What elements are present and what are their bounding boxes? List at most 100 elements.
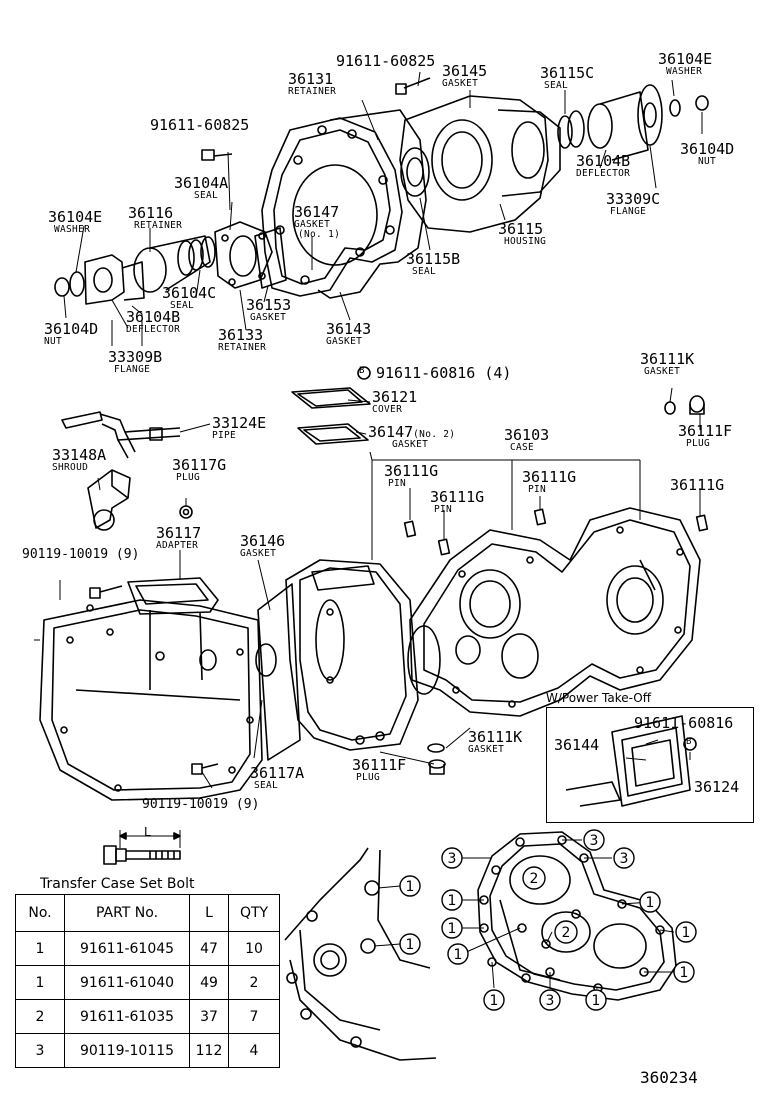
- part-number: 33309C: [606, 190, 661, 208]
- plug-36111f-top-shape: [689, 395, 705, 415]
- header-qty: QTY: [228, 894, 280, 932]
- part-name: PIN: [434, 504, 453, 515]
- cell-qty: 10: [228, 931, 280, 966]
- bolt-table-title: Transfer Case Set Bolt: [40, 876, 195, 892]
- case-detail-left-shape: [284, 847, 437, 1061]
- part-name: GASKET: [250, 312, 287, 323]
- cell-no: 3: [15, 1033, 65, 1068]
- part-number: 91611-60825: [336, 52, 436, 70]
- part-name: GASKET: [326, 336, 363, 347]
- part-name: NUT: [44, 336, 63, 347]
- part-name: PLUG: [686, 438, 711, 449]
- part-name: RETAINER: [288, 86, 337, 97]
- part-name: WASHER: [54, 224, 91, 235]
- bolt-90119-top-shape: [89, 585, 123, 599]
- part-number: 36115C: [540, 64, 595, 82]
- part-number: 36103: [504, 426, 550, 444]
- part-name: PLUG: [176, 472, 201, 483]
- bolt-90119-bottom-shape: [191, 763, 219, 775]
- plug-36117g-shape: [179, 505, 193, 519]
- part-name: WASHER: [666, 66, 703, 77]
- part-name: FLANGE: [610, 206, 647, 217]
- part-number: 36143: [326, 320, 372, 338]
- cell-l: 47: [189, 931, 229, 966]
- part-number: 36133: [218, 326, 264, 344]
- bolt-length-label: L: [144, 825, 151, 839]
- part-number: 36104A: [174, 174, 229, 192]
- cover-36121-shape: [291, 387, 371, 409]
- part-number: 90119-10019 (9): [22, 547, 140, 562]
- part-number: 36147: [368, 423, 414, 441]
- part-number: 36124: [694, 778, 740, 796]
- part-number: 36111G: [430, 488, 485, 506]
- part-number: 36111K: [640, 350, 695, 368]
- pto-marker-b: B: [686, 737, 692, 747]
- part-name: GASKET: [442, 78, 479, 89]
- part-number: 36131: [288, 70, 334, 88]
- part-name: RETAINER: [134, 220, 183, 231]
- pins-36111g-shape: [403, 508, 709, 556]
- cell-qty: 7: [228, 999, 280, 1034]
- part-number: 36146: [240, 532, 286, 550]
- pto-cover-shape: [565, 715, 697, 807]
- part-name: DEFLECTOR: [576, 168, 631, 179]
- part-number: 36104E: [48, 208, 103, 226]
- part-number: 33148A: [52, 446, 107, 464]
- set-bolt-shape: [103, 830, 181, 865]
- plug-36111f-bottom-shape: [428, 759, 446, 775]
- part-name: GASKET: [468, 744, 505, 755]
- gasket-36146-shape: [255, 583, 301, 761]
- power-take-off-inset: [546, 707, 754, 823]
- part-name: COVER: [372, 404, 403, 415]
- part-number: 33309B: [108, 348, 163, 366]
- part-number: 33124E: [212, 414, 267, 432]
- bolt-table: No. PART No. L QTY 1 91611-61045 47 10 1…: [15, 894, 280, 1068]
- part-sub: (No. 2): [413, 429, 456, 440]
- part-name: PIPE: [212, 430, 237, 441]
- part-name: DEFLECTOR: [126, 324, 181, 335]
- cell-part-no: 91611-61035: [64, 999, 190, 1034]
- part-name: GASKET: [294, 219, 331, 230]
- part-number: 36104E: [658, 50, 713, 68]
- part-number: 36111G: [670, 476, 725, 494]
- header-l: L: [189, 894, 229, 932]
- part-number: 36116: [128, 204, 174, 222]
- part-name: GASKET: [644, 366, 681, 377]
- part-name: GASKET: [240, 548, 277, 559]
- cell-qty: 2: [228, 965, 280, 1000]
- part-number: 90119-10019 (9): [142, 797, 260, 812]
- table-row: 3 90119-10115 112 4: [15, 1033, 280, 1068]
- cell-no: 1: [15, 931, 65, 966]
- bolt-91611-60825-left: [201, 149, 233, 161]
- part-sub: (No. 1): [298, 228, 341, 240]
- shroud-33148a-shape: [87, 469, 131, 531]
- part-name: SEAL: [194, 190, 219, 201]
- part-number: 36111F: [678, 422, 733, 440]
- part-number: 36144: [554, 736, 600, 754]
- part-number: 36115: [498, 220, 544, 238]
- part-name: PIN: [388, 478, 407, 489]
- part-number: 36111F: [352, 756, 407, 774]
- part-number: 36111G: [384, 462, 439, 480]
- housing-36115-shape: [399, 95, 561, 233]
- part-name: ADAPTER: [156, 540, 199, 551]
- part-name: NUT: [698, 156, 717, 167]
- part-number: 36111G: [522, 468, 577, 486]
- part-name: RETAINER: [218, 342, 267, 353]
- part-number: 36145: [442, 62, 488, 80]
- part-number: 36147: [294, 203, 340, 221]
- part-number: 36117G: [172, 456, 227, 474]
- part-name: SHROUD: [52, 462, 89, 473]
- part-name: SEAL: [254, 780, 279, 791]
- part-name: PIN: [528, 484, 547, 495]
- part-name: GASKET: [392, 439, 429, 450]
- part-number: 91611-60816: [634, 714, 734, 732]
- part-number: 36117A: [250, 764, 305, 782]
- flange-33309c-shape: [599, 84, 709, 161]
- part-name: SEAL: [412, 266, 437, 277]
- part-name: HOUSING: [504, 236, 547, 247]
- seal-36115c-shape: [557, 103, 613, 149]
- table-row: 1 91611-61040 49 2: [15, 965, 280, 1000]
- cell-part-no: 91611-61045: [64, 931, 190, 966]
